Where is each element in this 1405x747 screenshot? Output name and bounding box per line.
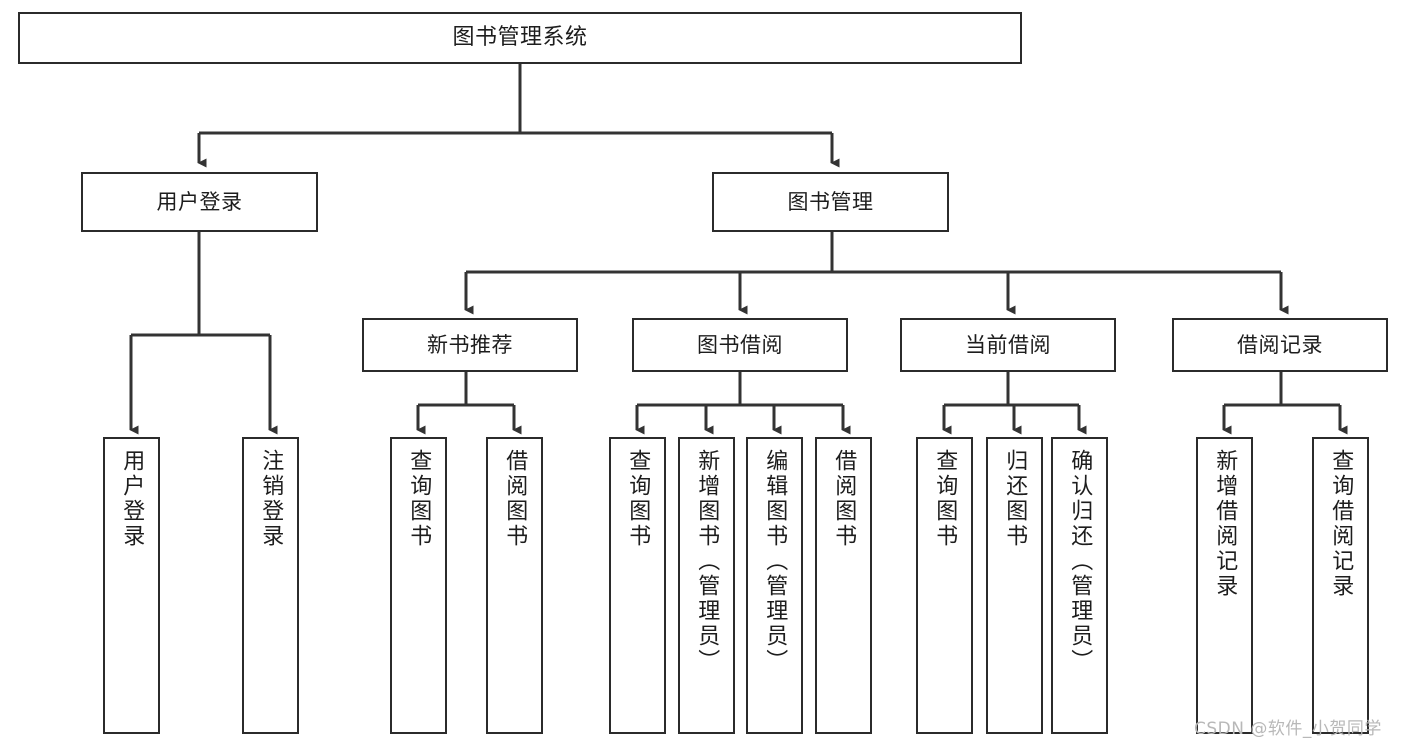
leaf-confirm-return-admin[interactable]: 确认归还（管理员）: [1051, 437, 1108, 734]
node-root-book-management-system[interactable]: 图书管理系统: [18, 12, 1022, 64]
leaf-logout[interactable]: 注销登录: [242, 437, 299, 734]
node-label: 编辑图书（管理员）: [762, 449, 788, 674]
node-label: 新增借阅记录: [1212, 449, 1238, 599]
node-borrow-record[interactable]: 借阅记录: [1172, 318, 1388, 372]
node-label: 当前借阅: [965, 332, 1051, 357]
leaf-add-book-admin[interactable]: 新增图书（管理员）: [678, 437, 735, 734]
node-label: 查询图书: [625, 449, 651, 549]
node-user-login[interactable]: 用户登录: [81, 172, 318, 232]
node-label: 用户登录: [156, 189, 243, 214]
leaf-query-book-borrow[interactable]: 查询图书: [609, 437, 666, 734]
node-label: 确认归还（管理员）: [1067, 449, 1093, 674]
node-label: 归还图书: [1002, 449, 1028, 549]
node-label: 用户登录: [119, 449, 145, 549]
leaf-query-borrow-record[interactable]: 查询借阅记录: [1312, 437, 1369, 734]
node-label: 图书管理系统: [452, 25, 588, 51]
leaf-add-borrow-record[interactable]: 新增借阅记录: [1196, 437, 1253, 734]
node-book-borrow[interactable]: 图书借阅: [632, 318, 848, 372]
node-current-borrow[interactable]: 当前借阅: [900, 318, 1116, 372]
node-label: 图书借阅: [697, 332, 783, 357]
node-label: 新增图书（管理员）: [694, 449, 720, 674]
node-label: 借阅记录: [1237, 332, 1323, 357]
node-label: 查询借阅记录: [1328, 449, 1354, 599]
watermark-text: CSDN @软件_小贺同学: [1194, 719, 1382, 739]
leaf-user-login[interactable]: 用户登录: [103, 437, 160, 734]
node-label: 借阅图书: [831, 449, 857, 549]
node-label: 查询图书: [406, 449, 432, 549]
node-new-book-recommend[interactable]: 新书推荐: [362, 318, 578, 372]
node-label: 注销登录: [258, 449, 284, 549]
node-book-management[interactable]: 图书管理: [712, 172, 949, 232]
leaf-return-book[interactable]: 归还图书: [986, 437, 1043, 734]
node-label: 图书管理: [787, 189, 874, 214]
node-label: 借阅图书: [502, 449, 528, 549]
leaf-borrow-book[interactable]: 借阅图书: [815, 437, 872, 734]
node-label: 查询图书: [932, 449, 958, 549]
node-label: 新书推荐: [427, 332, 513, 357]
leaf-query-book-current[interactable]: 查询图书: [916, 437, 973, 734]
leaf-borrow-book-recommend[interactable]: 借阅图书: [486, 437, 543, 734]
leaf-query-book-recommend[interactable]: 查询图书: [390, 437, 447, 734]
leaf-edit-book-admin[interactable]: 编辑图书（管理员）: [746, 437, 803, 734]
